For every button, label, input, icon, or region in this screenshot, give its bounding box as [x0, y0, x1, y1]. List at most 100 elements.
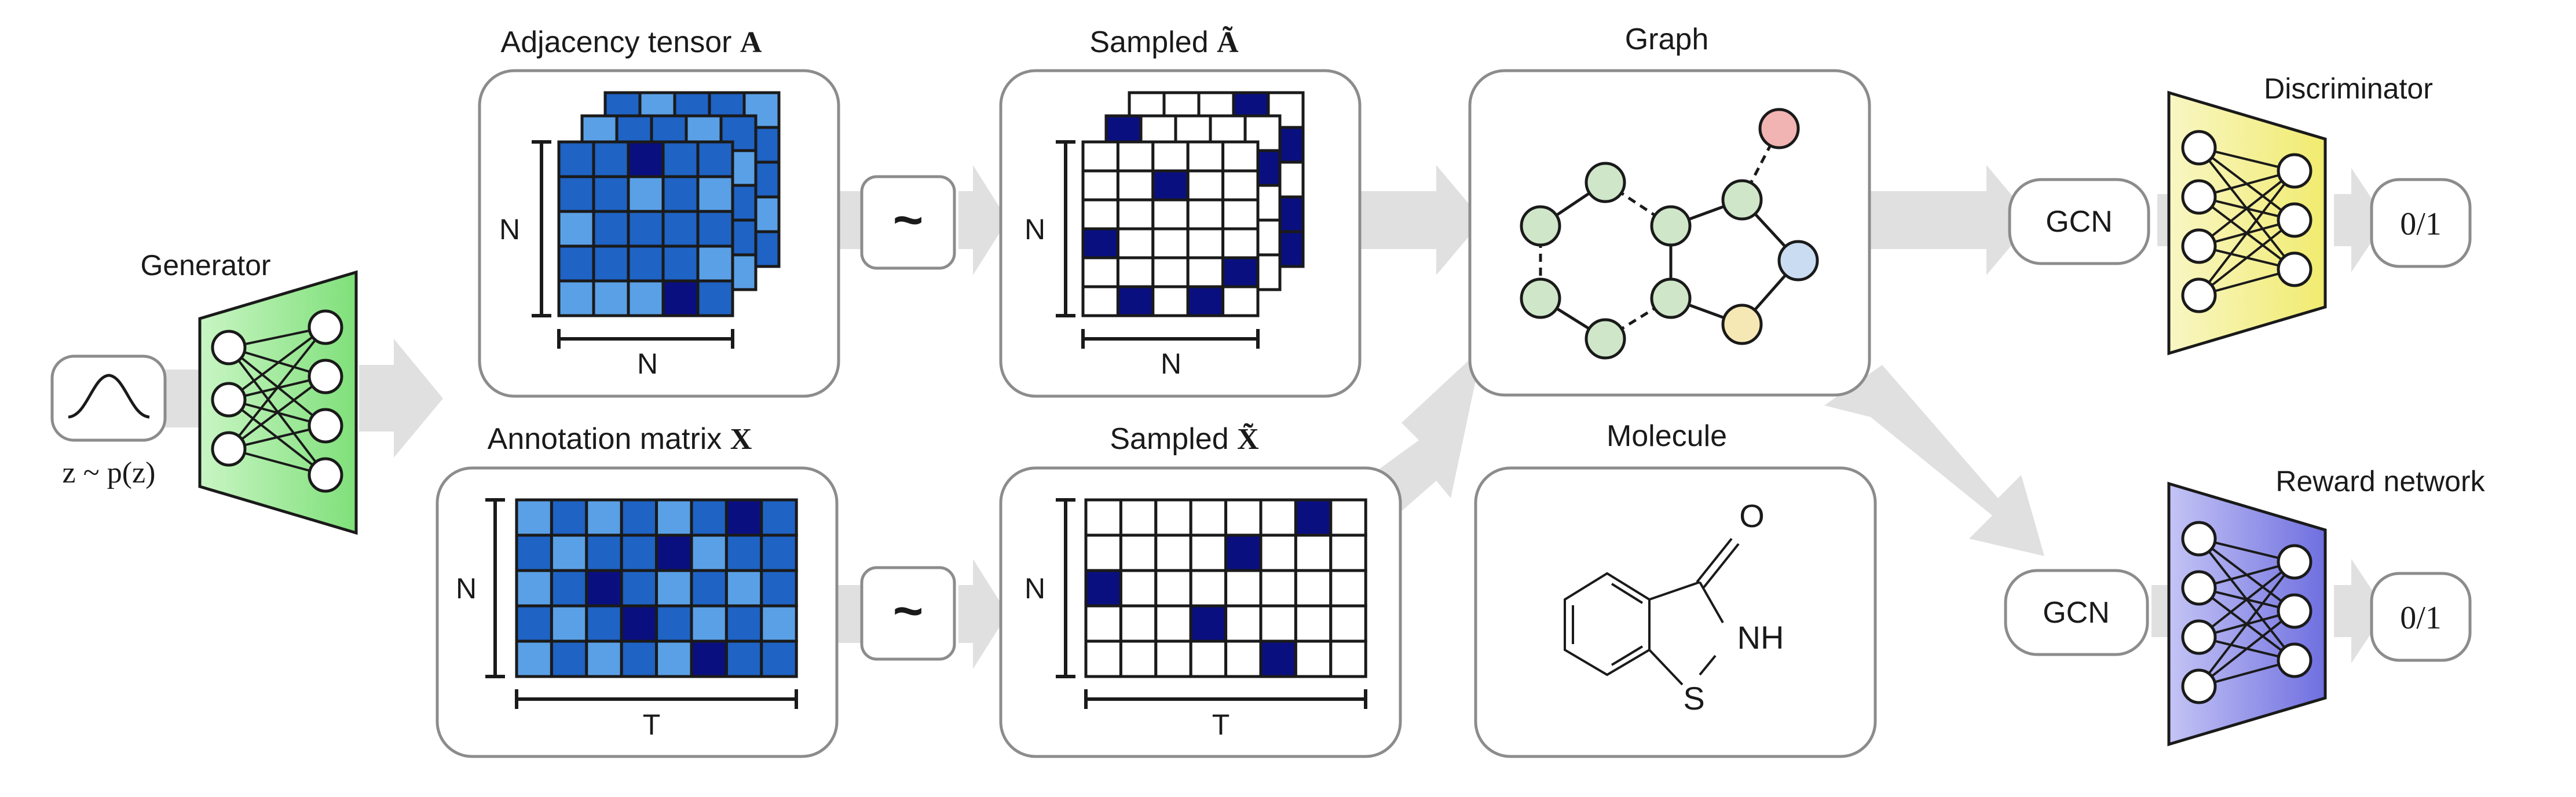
graph-node: [1520, 277, 1561, 319]
generator-network-connection: [228, 346, 327, 476]
sampled-a-front-layer-cell: [1186, 227, 1225, 259]
graph-node: [1650, 277, 1692, 319]
adjacency-front-layer-cell: [592, 210, 630, 248]
adjacency-front-layer-cell: [557, 140, 595, 178]
adjacency-front-layer-cell: [627, 140, 665, 178]
ring-bond: [1699, 582, 1724, 623]
annotation-layer-cell: [655, 569, 693, 608]
molecule-structure: [1564, 538, 1740, 686]
annotation-layer-cell: [550, 639, 588, 678]
reward-network-neuron: [2277, 544, 2312, 580]
sampled-a-front-layer-cell: [1151, 198, 1190, 231]
sampled-a-title: Sampled Ã: [1089, 25, 1239, 59]
sampled-x-layer-cell: [1154, 498, 1192, 537]
sampled-x-layer-cell: [1189, 639, 1228, 678]
adjacency-front-layer-cell: [661, 140, 700, 178]
adjacency-front-layer-cell: [592, 279, 630, 317]
sampled-x-layer-cell: [1294, 569, 1333, 608]
adjacency-front-layer-cell: [627, 210, 665, 248]
generator-network-connection: [228, 326, 327, 401]
annotation-layer-cell: [760, 604, 798, 643]
graph-node: [1585, 318, 1626, 360]
arrow-graph-gcn2: [1824, 365, 2044, 556]
adjacency-title-symbol: A: [740, 26, 762, 59]
discriminator-network-connection: [2198, 170, 2296, 297]
sampled-a-front-layer-cell: [1081, 256, 1119, 288]
sampled-a-front-layer-cell: [1116, 169, 1155, 202]
annotation-layer-cell: [620, 639, 658, 678]
sampled-a-front-layer-cell: [1116, 198, 1155, 231]
adjacency-front-layer-cell: [696, 244, 734, 283]
sampled-a-front-layer-cell: [1116, 227, 1155, 259]
generator-network-neuron: [308, 359, 343, 394]
discriminator-network-neuron: [2181, 130, 2217, 166]
annotation-title-text: Annotation matrix: [488, 422, 730, 456]
graph-node-blue: [1777, 240, 1819, 281]
atom-o: O: [1739, 498, 1765, 534]
annotation-layer-cell: [620, 498, 658, 537]
adjacency-front-layer-cell: [557, 175, 595, 213]
sample-op-bottom-box: [860, 566, 956, 661]
discriminator-network-neuron: [2277, 153, 2312, 189]
sampled-x-layer-cell: [1259, 639, 1297, 678]
sampled-a-title-symbol: Ã: [1217, 25, 1239, 59]
sampled-x-layer-cell: [1154, 639, 1192, 678]
sampled-a-front-layer-cell: [1186, 140, 1225, 173]
atom-nh: NH: [1737, 619, 1784, 656]
adjacency-front-layer-cell: [696, 279, 734, 317]
annotation-layer: [515, 498, 798, 678]
sampled-x-layer-cell: [1189, 569, 1228, 608]
sampled-x-grid: [1084, 498, 1367, 678]
reward-network-connection: [2198, 610, 2296, 688]
sampled-x-layer-cell: [1259, 533, 1297, 572]
adjacency-front-layer-cell: [696, 210, 734, 248]
annotation-layer-cell: [724, 533, 763, 572]
annotation-grid: [515, 498, 798, 678]
sampled-a-front-layer: [1081, 140, 1260, 317]
carbonyl-bond: [1696, 538, 1733, 583]
graph-node-red: [1758, 108, 1800, 149]
arrow-rew-out: [2334, 559, 2386, 663]
sampled-x-layer-cell: [1084, 604, 1122, 643]
ring-bond: [1648, 649, 1684, 686]
sampled-x-panel: Sampled X̃ N T: [999, 422, 1402, 758]
sampled-x-layer-cell: [1329, 498, 1367, 537]
annotation-layer-cell: [690, 498, 728, 537]
annotation-layer-cell: [690, 533, 728, 572]
graph-node-yellow: [1721, 304, 1763, 345]
sampled-a-front-layer-cell: [1081, 285, 1119, 317]
sampled-x-layer-cell: [1224, 569, 1263, 608]
reward-network-neuron: [2181, 619, 2217, 655]
gcn-label-top: GCN: [2046, 205, 2113, 239]
annotation-layer-cell: [550, 533, 588, 572]
annotation-layer-cell: [724, 639, 763, 678]
annotation-layer-cell: [655, 533, 693, 572]
annotation-layer-cell: [515, 639, 553, 678]
disc-output: 0/1: [2400, 206, 2442, 242]
adjacency-front-layer-cell: [592, 175, 630, 213]
discriminator-network: [2181, 130, 2312, 313]
annotation-layer-cell: [585, 639, 623, 678]
sampled-a-front-layer-cell: [1151, 169, 1190, 202]
annotation-layer-cell: [760, 498, 798, 537]
annotation-panel: Annotation matrix X N T: [436, 422, 839, 758]
graph-node: [1650, 205, 1692, 247]
sampled-a-front-layer-cell: [1151, 256, 1190, 288]
sampled-x-layer-cell: [1294, 604, 1333, 643]
noise-label: z ~ p(z): [63, 456, 156, 489]
annotation-layer-cell: [515, 533, 553, 572]
sampled-x-layer-cell: [1224, 533, 1263, 572]
annotation-layer-cell: [515, 569, 553, 608]
generator-network-neuron: [211, 382, 247, 418]
rew-output: 0/1: [2400, 600, 2442, 636]
annotation-layer-cell: [655, 498, 693, 537]
sampled-x-layer-cell: [1224, 604, 1263, 643]
molecule-box: [1474, 466, 1877, 758]
discriminator-network-neuron: [2277, 251, 2312, 287]
sampled-x-layer-cell: [1294, 498, 1333, 537]
reward-branch: GCN Reward network 0/1: [2004, 465, 2486, 747]
annotation-layer-cell: [760, 533, 798, 572]
sampled-x-layer-cell: [1084, 498, 1122, 537]
sampled-a-front-layer-cell: [1081, 198, 1119, 231]
graph-title: Graph: [1625, 23, 1709, 56]
